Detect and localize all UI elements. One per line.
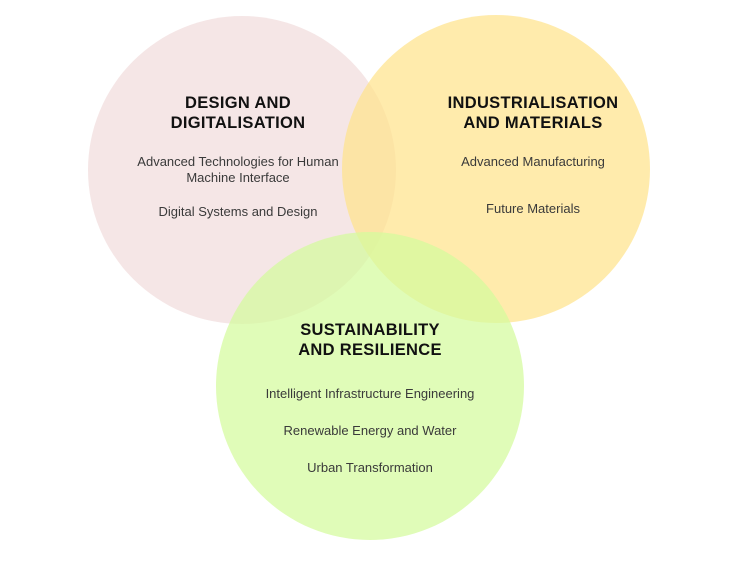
topic-future-materials: Future Materials <box>393 201 673 217</box>
topic-line: Advanced Manufacturing <box>461 154 605 169</box>
heading-line: DESIGN AND <box>185 94 291 112</box>
heading-line: SUSTAINABILITY <box>300 321 440 339</box>
industrialisation-materials-group: INDUSTRIALISATION AND MATERIALS Advanced… <box>393 93 673 217</box>
topic-line: Urban Transformation <box>307 460 433 475</box>
topic-advanced-technologies-hmi: Advanced Technologies for Human Machine … <box>112 154 364 186</box>
heading-line: AND MATERIALS <box>463 114 603 132</box>
heading-line: DIGITALISATION <box>170 114 306 132</box>
topic-line: Renewable Energy and Water <box>283 423 457 438</box>
topic-renewable-energy-water: Renewable Energy and Water <box>238 423 502 439</box>
topic-line: Future Materials <box>486 201 580 216</box>
design-digitalisation-group: DESIGN AND DIGITALISATION Advanced Techn… <box>112 93 364 220</box>
heading-line: INDUSTRIALISATION <box>447 94 619 112</box>
topic-line: Intelligent Infrastructure Engineering <box>265 386 475 401</box>
topic-line: Digital Systems and Design <box>158 204 318 219</box>
topic-intelligent-infrastructure: Intelligent Infrastructure Engineering <box>238 386 502 402</box>
design-digitalisation-heading: DESIGN AND DIGITALISATION <box>112 93 364 133</box>
topic-urban-transformation: Urban Transformation <box>238 460 502 476</box>
circle-sustainability-and-resilience <box>216 232 524 540</box>
topic-line: Advanced Technologies for Human <box>137 154 339 169</box>
topic-line: Machine Interface <box>186 170 290 185</box>
sustainability-resilience-group: SUSTAINABILITY AND RESILIENCE Intelligen… <box>238 320 502 476</box>
topic-digital-systems-design: Digital Systems and Design <box>112 204 364 220</box>
sustainability-resilience-heading: SUSTAINABILITY AND RESILIENCE <box>238 320 502 360</box>
industrialisation-materials-heading: INDUSTRIALISATION AND MATERIALS <box>393 93 673 133</box>
topic-advanced-manufacturing: Advanced Manufacturing <box>393 154 673 170</box>
heading-line: AND RESILIENCE <box>298 341 442 359</box>
